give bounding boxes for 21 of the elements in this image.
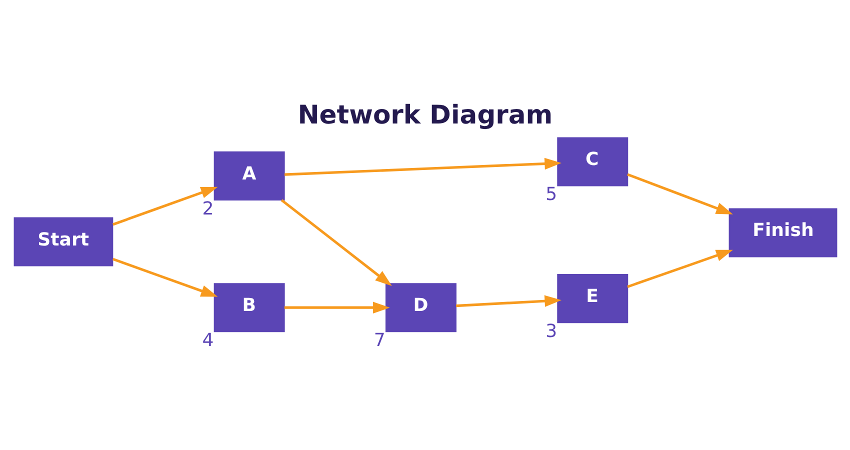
node-label: 5 [545, 184, 557, 206]
node-label: 4 [202, 330, 214, 351]
node-box: Start [13, 217, 113, 266]
arrow [284, 158, 561, 176]
arrow [112, 258, 218, 297]
node-box: Finish [728, 208, 837, 258]
arrow [284, 302, 390, 314]
node-box: D [385, 283, 456, 332]
arrow [626, 173, 732, 214]
node-label: 2 [202, 198, 214, 220]
arrow [626, 250, 732, 288]
node-box: C [556, 137, 628, 186]
arrow [280, 199, 392, 286]
node-label: 7 [373, 330, 385, 351]
node-label: 3 [545, 320, 557, 342]
arrow [456, 295, 561, 308]
arrow [112, 186, 218, 226]
diagram-title: Network Diagram [297, 100, 552, 131]
node-box: B [213, 283, 284, 332]
node-box: E [556, 274, 628, 324]
node-box: A [213, 151, 284, 200]
